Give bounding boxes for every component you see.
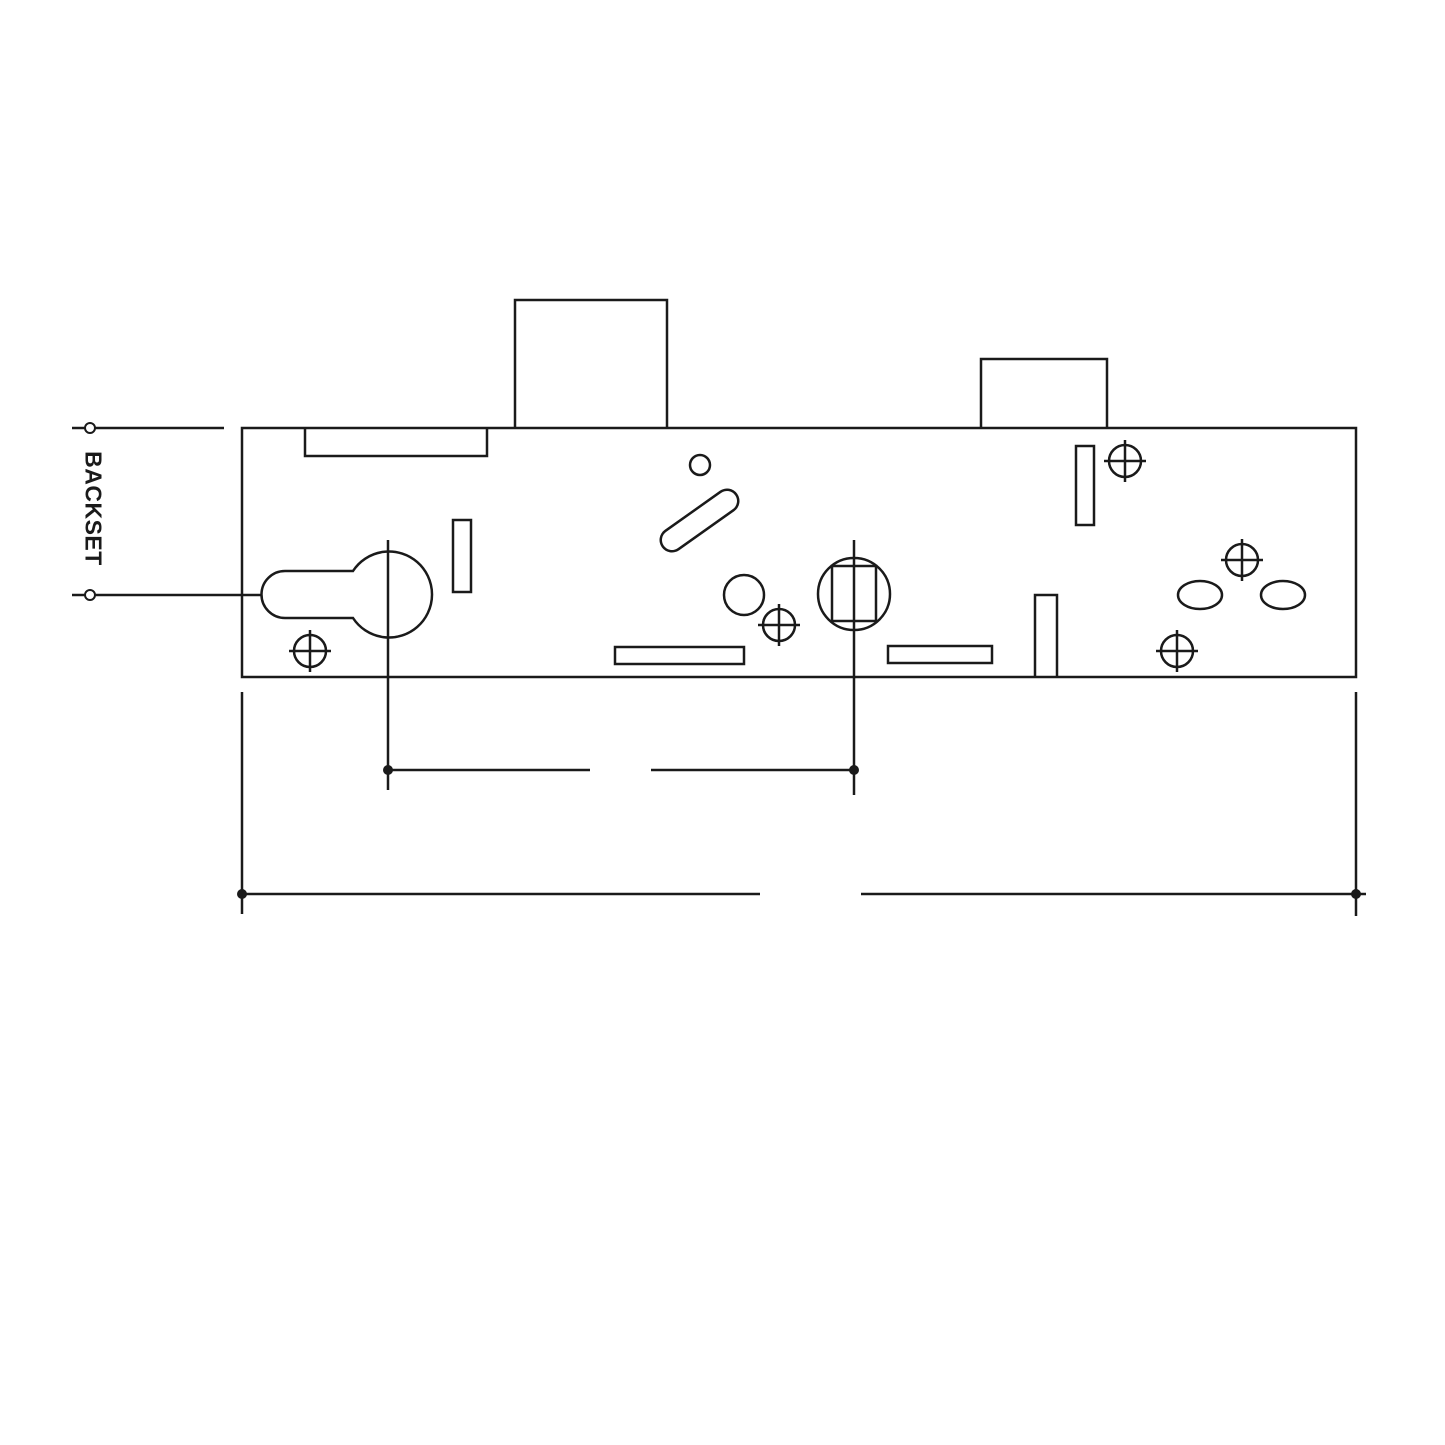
- slot-bottom-center: [613, 645, 746, 666]
- length-dim-endpoint: [237, 889, 247, 899]
- latch-bolt: [979, 357, 1109, 428]
- slot-bottom-right: [886, 644, 994, 665]
- backset-marker-top: [84, 422, 96, 434]
- hole-small: [688, 453, 712, 477]
- cylinder-keyhole: [260, 550, 434, 639]
- lock-case-body: [240, 426, 1358, 679]
- slot-right-bottom: [1033, 593, 1059, 677]
- screw-hole-icon: [758, 604, 800, 646]
- backset-label: BACKSET: [80, 451, 107, 566]
- top-recess: [303, 428, 489, 458]
- centre-dim-endpoint: [849, 765, 859, 775]
- oval-hole-right: [1259, 579, 1307, 611]
- length-dim-endpoint: [1351, 889, 1361, 899]
- hole-medium: [722, 573, 766, 617]
- centre-dim-endpoint: [383, 765, 393, 775]
- slot-left: [451, 518, 473, 594]
- screw-hole-icon: [1104, 440, 1146, 482]
- screw-hole-icon: [1221, 539, 1263, 581]
- slot-right-top: [1074, 444, 1096, 527]
- deadbolt: [513, 298, 669, 428]
- screw-hole-icon: [289, 630, 331, 672]
- backset-marker-bottom: [84, 589, 96, 601]
- screw-hole-icon: [1156, 630, 1198, 672]
- oval-hole-left: [1176, 579, 1224, 611]
